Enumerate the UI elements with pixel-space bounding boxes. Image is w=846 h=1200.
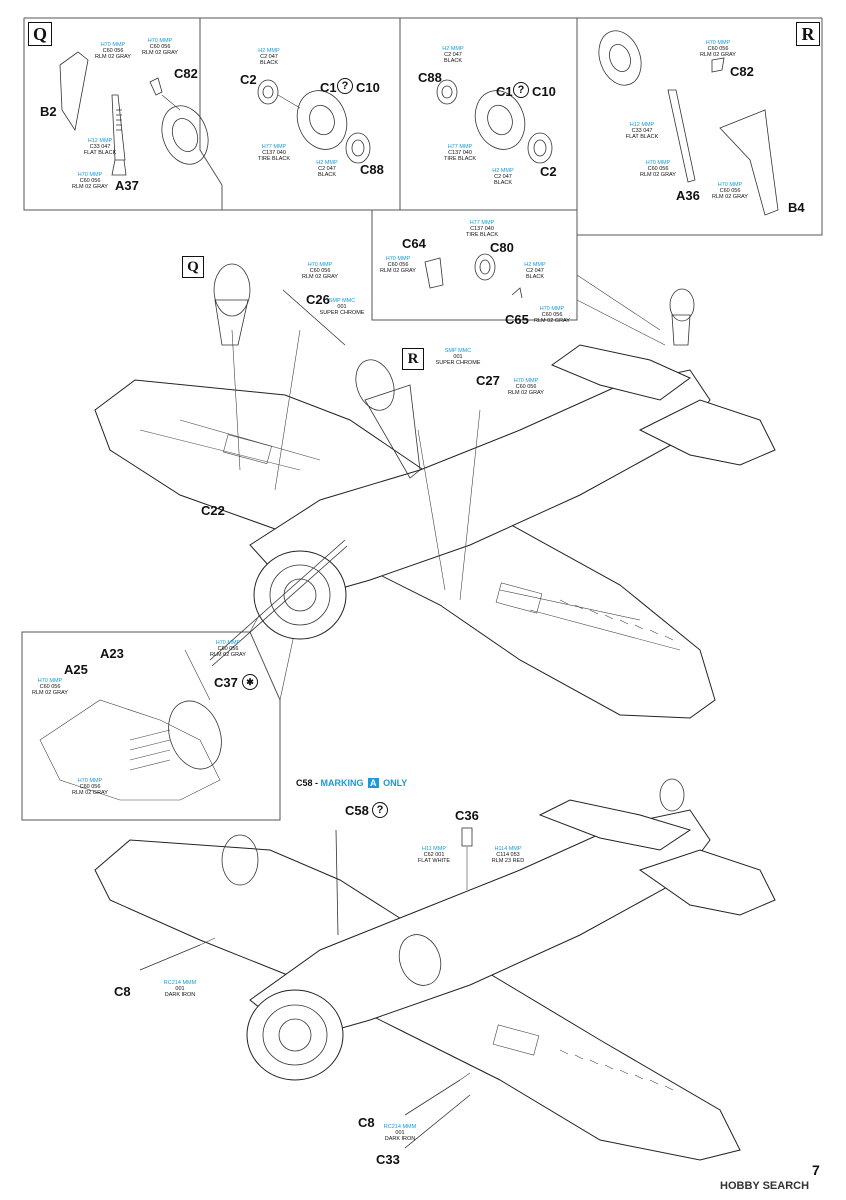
- upper-aircraft-drawing: [94, 263, 776, 719]
- part-label-c10: C10: [532, 84, 556, 99]
- callout-r-box: R: [402, 348, 424, 370]
- part-label-b4: B4: [788, 200, 805, 215]
- marking-note: C58 - MARKING A ONLY: [296, 778, 408, 788]
- part-label-c65: C65: [505, 312, 529, 327]
- r-landing-gear-drawing: [598, 30, 779, 216]
- optional-marker: ?: [513, 82, 529, 98]
- page-number: 7: [812, 1162, 820, 1178]
- part-label-c82: C82: [174, 66, 198, 81]
- part-label-c58: C58: [345, 803, 369, 818]
- section-r-box: R: [796, 22, 820, 46]
- part-label-c64: C64: [402, 236, 426, 251]
- part-label-a25: A25: [64, 662, 88, 677]
- part-label-c82: C82: [730, 64, 754, 79]
- part-label-c26: C26: [306, 292, 330, 307]
- part-label-a36: A36: [676, 188, 700, 203]
- part-label-c80: C80: [490, 240, 514, 255]
- wheel-group-2-drawing: [436, 79, 553, 164]
- part-label-c88: C88: [360, 162, 384, 177]
- part-label-c2: C2: [540, 164, 557, 179]
- section-q-box: Q: [28, 22, 52, 46]
- part-label-c2: C2: [240, 72, 257, 87]
- part-label-c8: C8: [114, 984, 131, 999]
- part-label-c8: C8: [358, 1115, 375, 1130]
- part-label-a23: A23: [100, 646, 124, 661]
- lower-aircraft-drawing: [94, 778, 776, 1161]
- part-label-c33: C33: [376, 1152, 400, 1167]
- optional-marker: ?: [372, 802, 388, 818]
- q-landing-gear-drawing: [59, 51, 209, 176]
- callout-q-box: Q: [182, 256, 204, 278]
- part-label-c22: C22: [201, 503, 225, 518]
- optional-marker: ?: [337, 78, 353, 94]
- part-label-c10: C10: [356, 80, 380, 95]
- part-label-c37: C37: [214, 675, 238, 690]
- part-label-c1: C1: [320, 80, 337, 95]
- part-label-a37: A37: [115, 178, 139, 193]
- inset-cockpit-drawing: [39, 649, 222, 801]
- watermark: HOBBY SEARCH: [720, 1180, 810, 1192]
- wheel-group-1-drawing: [257, 79, 371, 164]
- part-label-c88: C88: [418, 70, 442, 85]
- part-label-c36: C36: [455, 808, 479, 823]
- part-label-b2: B2: [40, 104, 57, 119]
- part-label-c27: C27: [476, 373, 500, 388]
- star-marker-icon: ✱: [242, 674, 258, 690]
- part-label-c1: C1: [496, 84, 513, 99]
- tailwheel-drawing: [424, 253, 523, 299]
